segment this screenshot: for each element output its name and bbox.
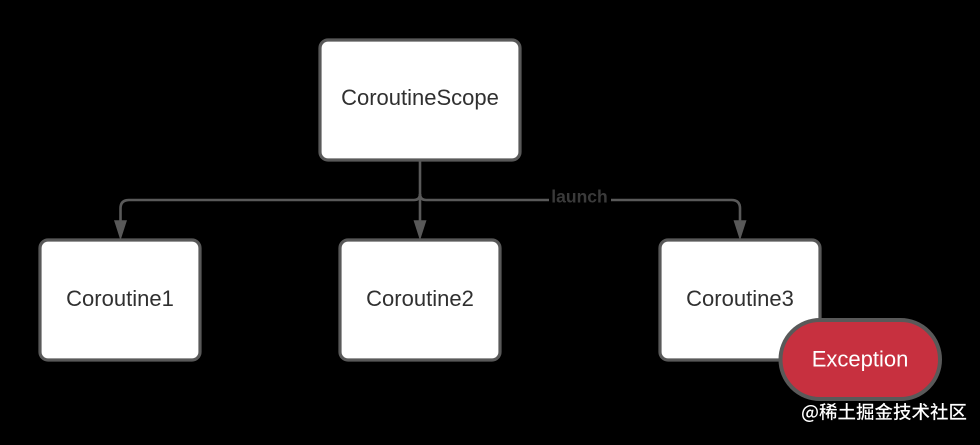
svg-text:Coroutine1: Coroutine1 [66,286,174,311]
svg-text:Coroutine2: Coroutine2 [366,286,474,311]
svg-text:Coroutine3: Coroutine3 [686,286,794,311]
svg-text:CoroutineScope: CoroutineScope [341,85,499,110]
svg-text:Exception: Exception [812,347,909,372]
svg-text:launch: launch [551,187,607,207]
